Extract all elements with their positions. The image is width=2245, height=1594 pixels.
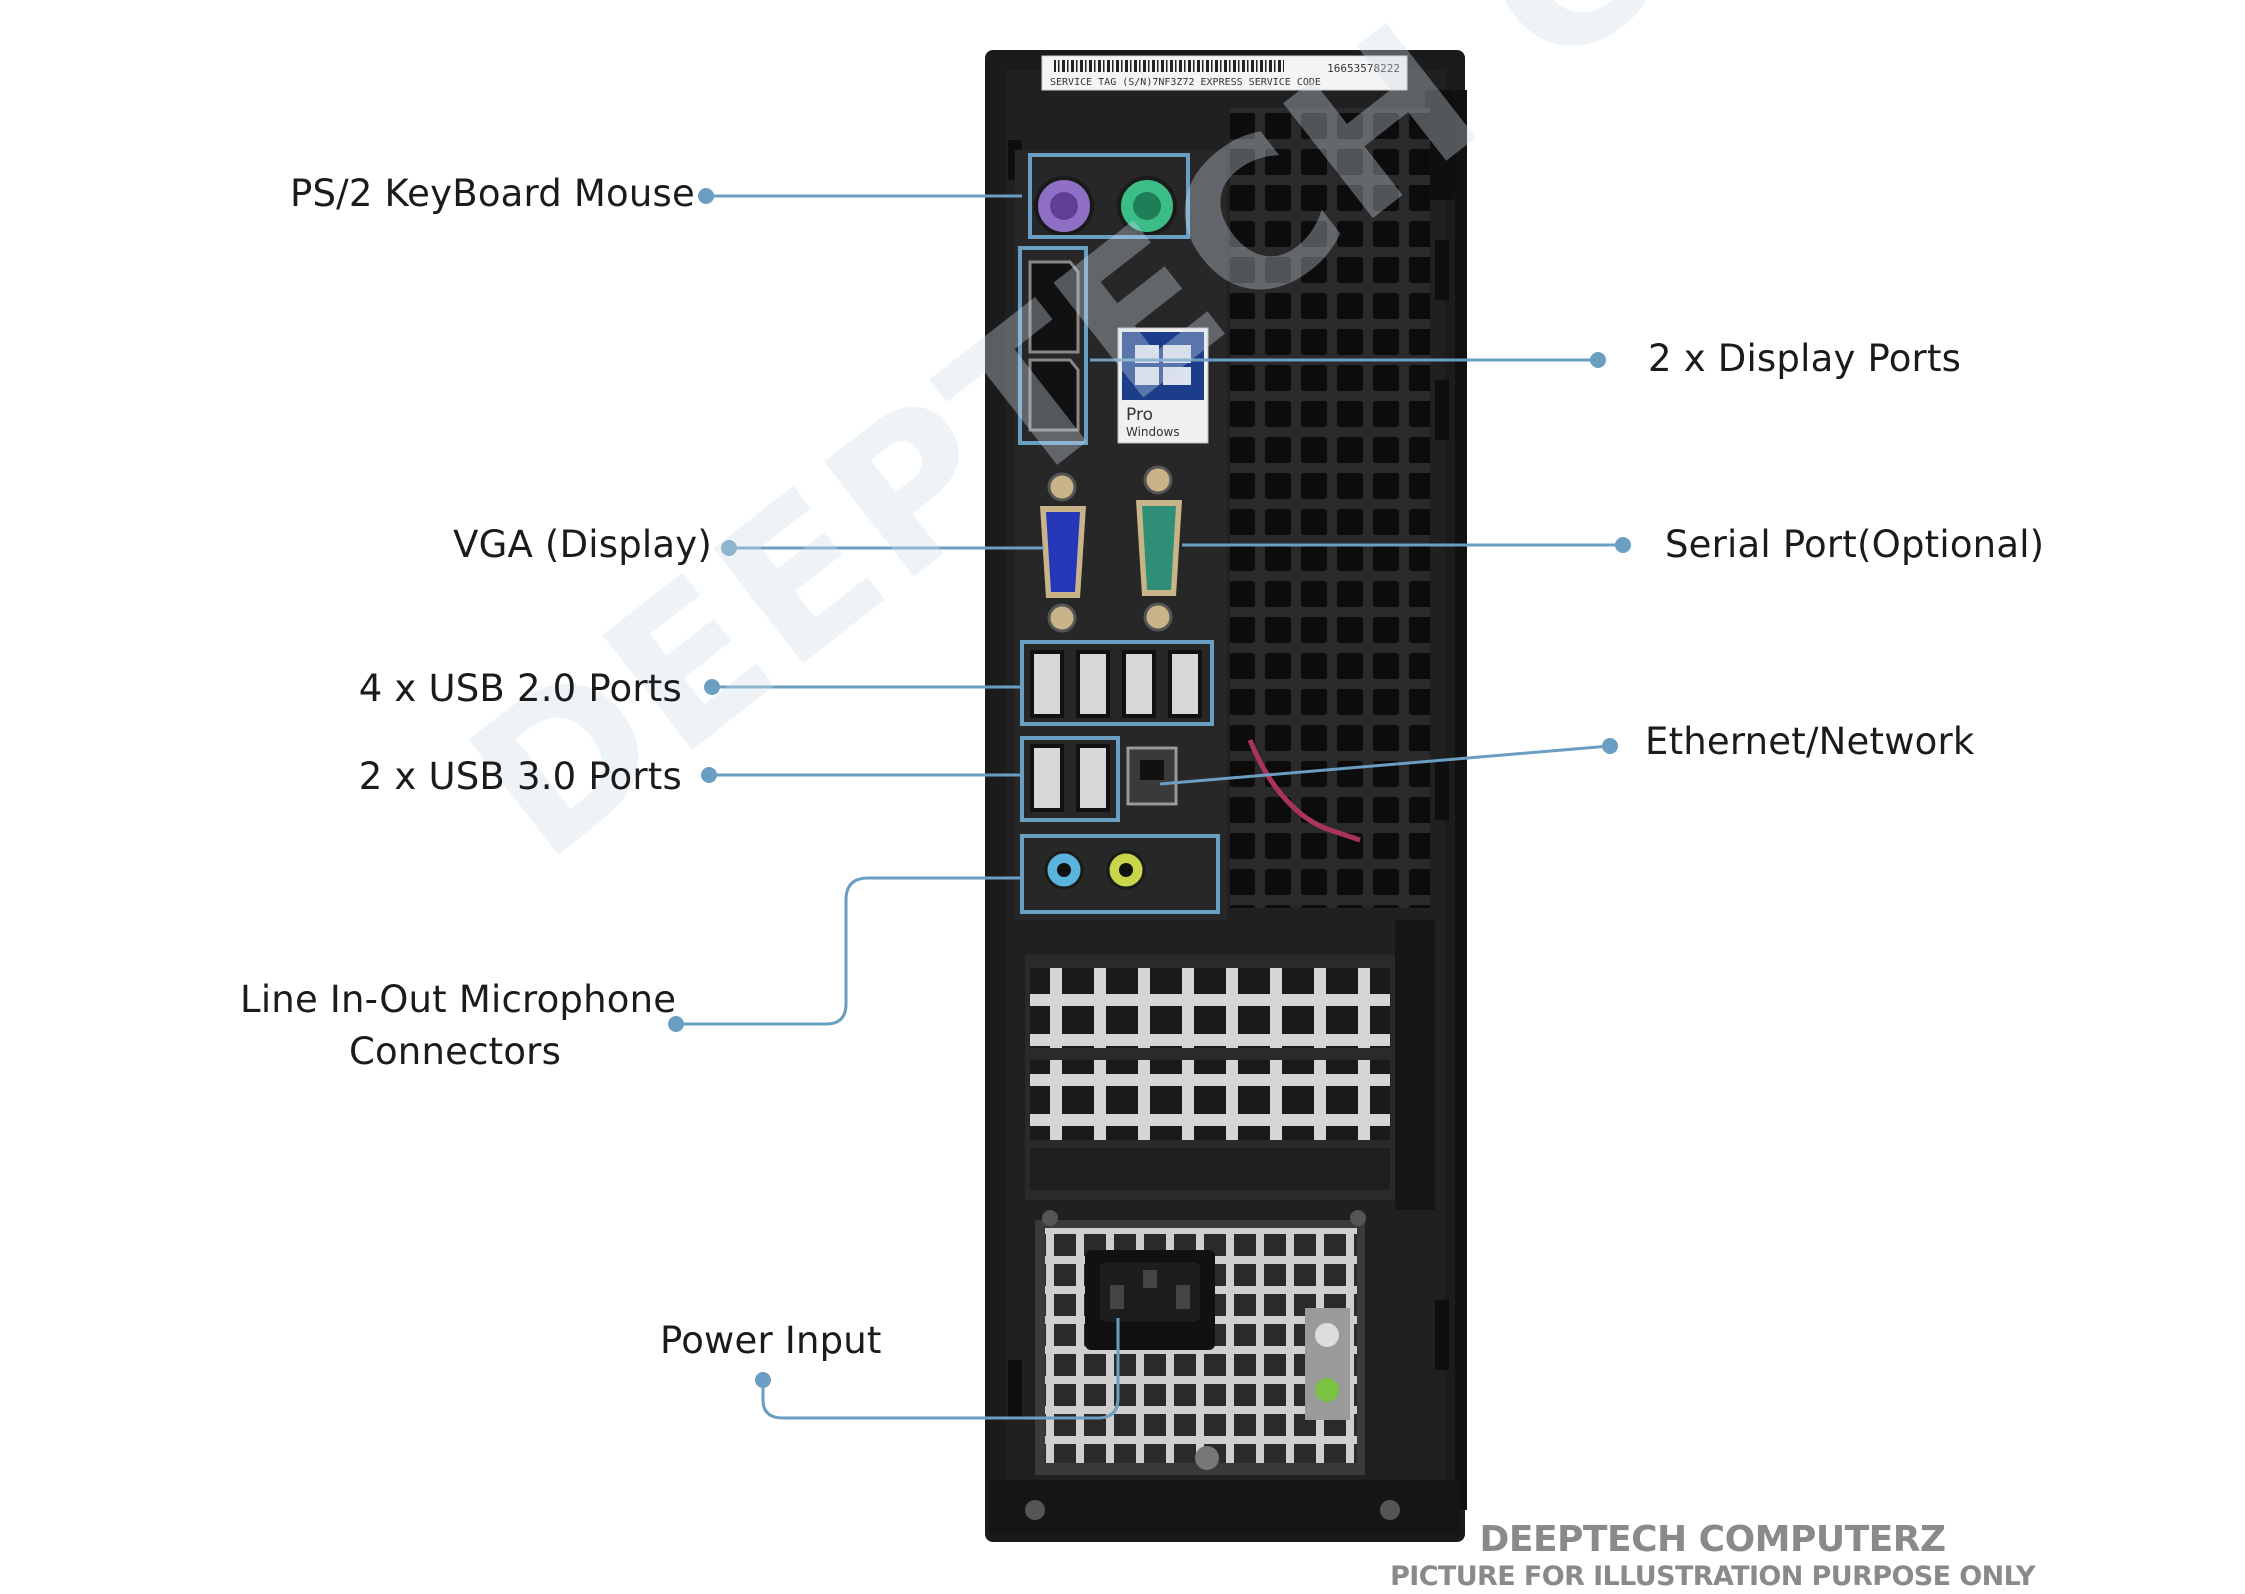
label-ethernet: Ethernet/Network	[1645, 720, 1975, 763]
usb2-ports	[1030, 650, 1202, 718]
highlight-usb3	[1020, 736, 1120, 822]
os-badge-windows: Windows	[1126, 425, 1180, 439]
serial-connector	[1136, 465, 1182, 632]
highlight-usb2	[1020, 640, 1214, 726]
usb2-port-2	[1076, 650, 1110, 718]
label-audio-line2: Connectors	[348, 1030, 562, 1073]
vga-connector	[1040, 472, 1086, 633]
label-audio-line1: Line In-Out Microphone	[240, 978, 677, 1021]
label-usb3: 2 x USB 3.0 Ports	[358, 755, 682, 798]
highlight-boxes	[1018, 153, 1220, 914]
internal-cable	[1247, 739, 1361, 843]
callout-audio	[676, 876, 1022, 1026]
label-usb2: 4 x USB 2.0 Ports	[358, 667, 682, 710]
callout-power	[761, 1318, 1120, 1420]
expansion-slot-2	[1030, 1060, 1390, 1140]
label-audio: Line In-Out Microphone Connectors	[240, 974, 677, 1078]
highlight-display-ports	[1018, 246, 1088, 445]
expansion-slots	[1025, 920, 1435, 1210]
usb3-port-2	[1076, 744, 1110, 812]
highlight-audio	[1020, 834, 1220, 914]
callout-lines	[676, 194, 1623, 1420]
sticker-serial: 16653578222	[1327, 62, 1400, 75]
usb3-ports	[1030, 744, 1110, 812]
brand-footer: DEEPTECH COMPUTERZ PICTURE FOR ILLUSTRAT…	[1390, 1519, 2036, 1594]
expansion-slot-1	[1030, 968, 1390, 1048]
label-ps2: PS/2 KeyBoard Mouse	[289, 172, 695, 215]
callout-ethernet	[1159, 744, 1611, 786]
label-display-ports: 2 x Display Ports	[1648, 337, 1962, 380]
os-badge-pro: Pro	[1126, 405, 1153, 425]
usb2-port-4	[1168, 650, 1202, 718]
sticker-service-tag: SERVICE TAG (S/N)7NF3Z72 EXPRESS SERVICE…	[1050, 77, 1321, 88]
power-supply	[1025, 1210, 1400, 1520]
usb2-port-3	[1122, 650, 1156, 718]
ps2-ports	[1034, 176, 1177, 236]
label-serial: Serial Port(Optional)	[1665, 523, 2045, 566]
windows-badge: Pro Windows	[1117, 327, 1209, 444]
display-port-connectors	[1028, 260, 1080, 432]
callout-dots	[668, 188, 1631, 1388]
display-port-2	[1028, 358, 1080, 432]
service-tag-sticker: 16653578222 SERVICE TAG (S/N)7NF3Z72 EXP…	[1041, 55, 1408, 91]
label-vga: VGA (Display)	[453, 523, 712, 566]
brand-note: PICTURE FOR ILLUSTRATION PURPOSE ONLY	[1390, 1561, 2036, 1592]
usb2-port-1	[1030, 650, 1064, 718]
label-power: Power Input	[660, 1319, 882, 1362]
usb3-port-1	[1030, 744, 1064, 812]
highlight-ps2	[1028, 153, 1190, 239]
display-port-1	[1028, 260, 1080, 354]
audio-jacks	[1044, 850, 1146, 890]
brand-name: DEEPTECH COMPUTERZ	[1479, 1519, 1946, 1560]
